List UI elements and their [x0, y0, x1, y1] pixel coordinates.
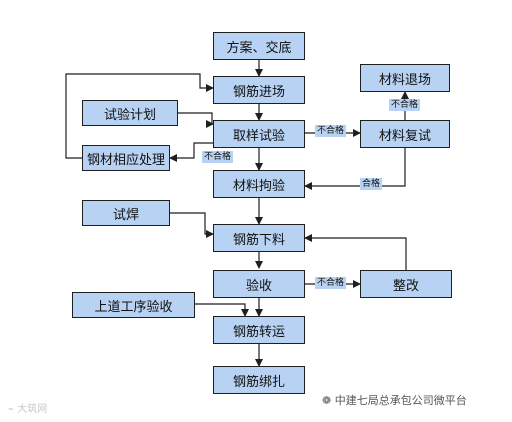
box-material-check: 材料拘验: [213, 170, 305, 198]
label-pass-retest: 合格: [360, 178, 383, 190]
arrow-sampling-to-handling: [169, 142, 213, 162]
box-acceptance: 验收: [213, 270, 305, 298]
watermark-left-text: 大筑网: [17, 404, 48, 415]
box-rebar-transport: 钢筋转运: [213, 316, 305, 344]
box-rebar-binding: 钢筋绑扎: [213, 366, 305, 394]
box-rectify: 整改: [360, 270, 452, 298]
box-rebar-handling: 钢材相应处理: [82, 145, 170, 171]
arrow-retest-to-check: [304, 146, 406, 190]
box-sampling-test: 取样试验: [213, 120, 305, 148]
box-plan: 方案、交底: [213, 32, 305, 60]
label-fail-acceptance: 不合格: [315, 277, 347, 289]
watermark-left-icon: ⌁: [8, 404, 15, 415]
label-fail-sampling: 不合格: [315, 125, 347, 137]
box-material-return: 材料退场: [360, 64, 450, 92]
arrow-testplan-to-sampling: [178, 112, 214, 128]
arrow-rectify-to-cutting: [304, 234, 407, 270]
watermark-right: ❁ 中建七局总承包公司微平台: [322, 392, 467, 408]
box-test-plan: 试验计划: [82, 100, 178, 126]
watermark-right-text: 中建七局总承包公司微平台: [334, 394, 467, 407]
label-fail-handling: 不合格: [202, 151, 234, 163]
wechat-icon: ❁: [322, 394, 332, 407]
box-material-retest: 材料复试: [360, 120, 450, 148]
arrow-handling-to-entry: [65, 73, 214, 159]
label-fail-retest: 不合格: [389, 99, 421, 111]
box-rebar-cutting: 钢筋下料: [213, 224, 305, 252]
arrow-weld-to-cutting: [170, 212, 214, 238]
arrow-prev-to-transport: [195, 303, 249, 317]
box-rebar-entry: 钢筋进场: [213, 76, 305, 104]
watermark-left: ⌁ 大筑网: [8, 400, 47, 415]
box-trial-weld: 试焊: [82, 200, 170, 226]
box-prev-acceptance: 上道工序验收: [72, 292, 195, 318]
